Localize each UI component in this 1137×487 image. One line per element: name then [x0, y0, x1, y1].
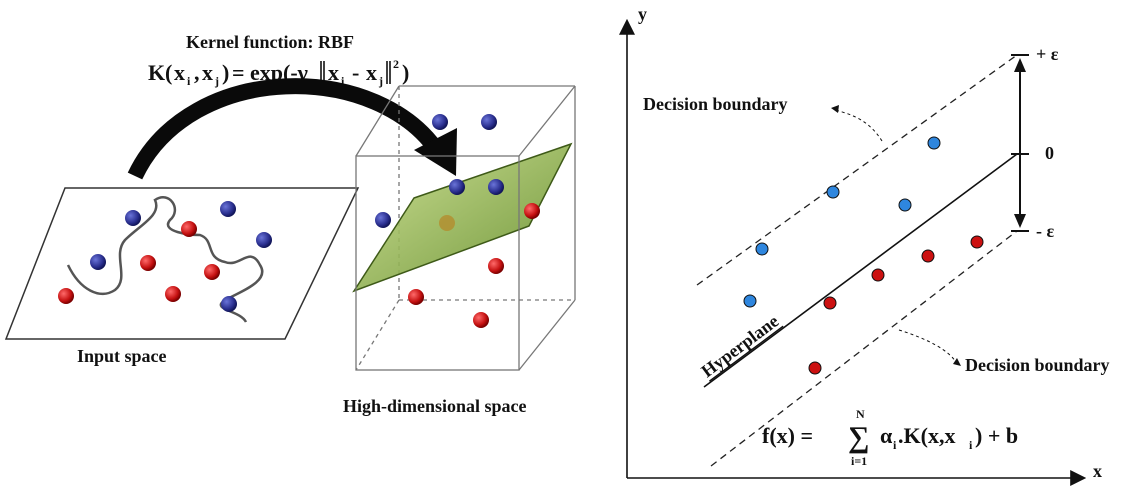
- input-point-red: [204, 264, 220, 280]
- left-diagram: Kernel function: RBF K ( x i , x j ) = e…: [4, 32, 576, 416]
- box-point-blue: [488, 179, 504, 195]
- decision-boundary-upper-label: Decision boundary: [643, 94, 788, 114]
- box-point-blue: [481, 114, 497, 130]
- box-point-red: [408, 289, 424, 305]
- box-point-blue: [449, 179, 465, 195]
- regression-points: [743, 136, 984, 375]
- decision-boundary-upper-pointer: [834, 109, 883, 142]
- kernel-formula-paren-open: (: [165, 60, 172, 85]
- zero-label: 0: [1045, 143, 1054, 163]
- point-red: [970, 235, 984, 249]
- box-point-red: [473, 312, 489, 328]
- formula-sum-lower: i=1: [851, 454, 867, 468]
- formula-alpha: α: [880, 423, 893, 448]
- kernel-formula-norm-xj: x: [366, 60, 377, 85]
- box-edge: [518, 299, 576, 371]
- right-diagram: y x + ε 0 - ε Decision boundary Decision…: [619, 4, 1110, 486]
- box-point-blue: [432, 114, 448, 130]
- input-point-red: [140, 255, 156, 271]
- point-blue: [927, 136, 941, 150]
- hyperplane-label-underline: [708, 325, 784, 382]
- input-point-blue: [125, 210, 141, 226]
- mapping-arrow: [127, 78, 457, 180]
- epsilon-arrow-head-up: [1014, 58, 1026, 72]
- input-point-red: [58, 288, 74, 304]
- decision-boundary-upper: [696, 54, 1018, 286]
- box-point-red-behind-plane: [439, 215, 455, 231]
- kernel-formula-norm-xi: x: [328, 60, 339, 85]
- decision-boundary-upper-pointer-head: [831, 105, 839, 113]
- formula-rhs: ) + b: [975, 423, 1018, 448]
- kernel-title: Kernel function: RBF: [186, 32, 354, 52]
- x-axis-label: x: [1093, 461, 1102, 481]
- input-space-points: [58, 201, 272, 312]
- input-space-label: Input space: [77, 346, 167, 366]
- box-point-blue: [375, 212, 391, 228]
- decision-boundary-lower-pointer: [898, 329, 958, 365]
- input-plane-outline: [4, 187, 360, 340]
- box-point-red: [524, 203, 540, 219]
- decision-boundary-lower: [710, 230, 1018, 467]
- mapping-arrow-head: [414, 128, 457, 176]
- box-front-face: [355, 155, 520, 371]
- box-edge: [518, 85, 576, 157]
- input-point-red: [165, 286, 181, 302]
- high-dimensional-label: High-dimensional space: [343, 396, 527, 416]
- kernel-formula-sub-j: j: [214, 74, 219, 88]
- formula-sum-upper: N: [856, 407, 865, 421]
- kernel-formula-norm-sub-j: j: [378, 74, 383, 88]
- kernel-formula-paren-close: ): [222, 60, 229, 85]
- formula-kernel-sub: i: [969, 438, 973, 452]
- decision-boundary-lower-label: Decision boundary: [965, 355, 1110, 375]
- input-point-blue: [90, 254, 106, 270]
- input-nonlinear-boundary: [66, 196, 264, 323]
- box-edge-hidden: [355, 299, 400, 371]
- hyperplane-label-group: Hyperplane: [697, 311, 784, 382]
- kernel-formula-norm-sub-i: i: [341, 74, 345, 88]
- epsilon-arrow-head-down: [1014, 214, 1026, 228]
- kernel-formula-comma: ,: [194, 60, 200, 85]
- minus-epsilon-label: - ε: [1036, 221, 1054, 241]
- kernel-formula-minus: -: [352, 60, 359, 85]
- kernel-formula-square: 2: [393, 57, 399, 71]
- input-point-blue: [221, 296, 237, 312]
- kernel-formula-xi: x: [174, 60, 185, 85]
- point-blue: [898, 198, 912, 212]
- point-red: [871, 268, 885, 282]
- input-point-red: [181, 221, 197, 237]
- hyperplane-line: [703, 153, 1018, 388]
- point-red: [808, 361, 822, 375]
- input-point-blue: [220, 201, 236, 217]
- input-space-plane: Input space: [4, 187, 360, 366]
- formula-sum-symbol: ∑: [848, 421, 869, 454]
- hyperplane-label: Hyperplane: [697, 311, 782, 381]
- box-edge: [355, 85, 400, 157]
- formula-kernel: .K(x,x: [898, 423, 955, 448]
- input-point-blue: [256, 232, 272, 248]
- point-blue: [743, 294, 757, 308]
- kernel-formula-close: ): [402, 60, 409, 85]
- point-blue: [755, 242, 769, 256]
- kernel-formula-xj: x: [202, 60, 213, 85]
- high-dimensional-box: High-dimensional space: [343, 85, 576, 416]
- formula-alpha-sub: i: [893, 438, 897, 452]
- point-red: [921, 249, 935, 263]
- decision-boundary-lower-pointer-head: [953, 358, 961, 366]
- kernel-formula-equals: =: [232, 60, 245, 85]
- plus-epsilon-label: + ε: [1036, 44, 1059, 64]
- y-axis-label: y: [638, 4, 647, 24]
- point-blue: [826, 185, 840, 199]
- formula-lhs: f(x) =: [762, 423, 813, 448]
- regression-formula: f(x) = N ∑ i=1 α i .K(x,x i ) + b: [762, 407, 1018, 468]
- box-point-red: [488, 258, 504, 274]
- kernel-formula-K: K: [148, 60, 165, 85]
- point-red: [823, 296, 837, 310]
- mapping-arrow-shaft: [127, 78, 447, 180]
- kernel-formula-sub-i: i: [187, 74, 191, 88]
